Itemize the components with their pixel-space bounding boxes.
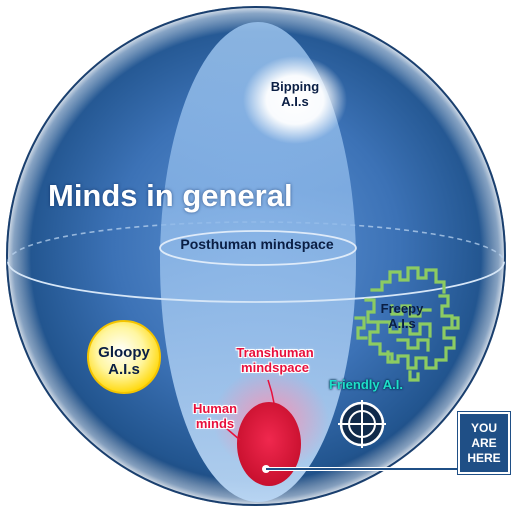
freepy-ai-region [354, 266, 460, 382]
marker-line-2: ARE [471, 435, 497, 450]
bipping-label: Bipping A.I.s [270, 79, 320, 109]
sphere-outline [6, 6, 506, 506]
diagram-title: Minds in general [48, 178, 293, 213]
transhuman-label: Transhuman mindspace [236, 345, 314, 375]
human-pointer [225, 427, 241, 441]
equator-front [7, 261, 505, 303]
gloopy-label: Gloopy A.I.s [98, 344, 150, 379]
marker-line-3: HERE [467, 450, 501, 465]
marker-line-1: YOU [470, 420, 497, 435]
crosshair-icon [338, 400, 386, 448]
posthuman-label: Posthuman mindspace [180, 236, 334, 252]
human-minds-label: Human minds [192, 401, 238, 431]
posthuman-ring [159, 230, 357, 266]
gloopy-ai-region [87, 320, 161, 394]
you-are-here-marker: YOU ARE HERE [458, 412, 510, 474]
bipping-ai-region [243, 56, 347, 144]
human-minds-region [237, 402, 301, 486]
freepy-label: Freepy A.I.s [380, 301, 424, 331]
friendly-ai-label: Friendly A.I. [329, 377, 403, 392]
